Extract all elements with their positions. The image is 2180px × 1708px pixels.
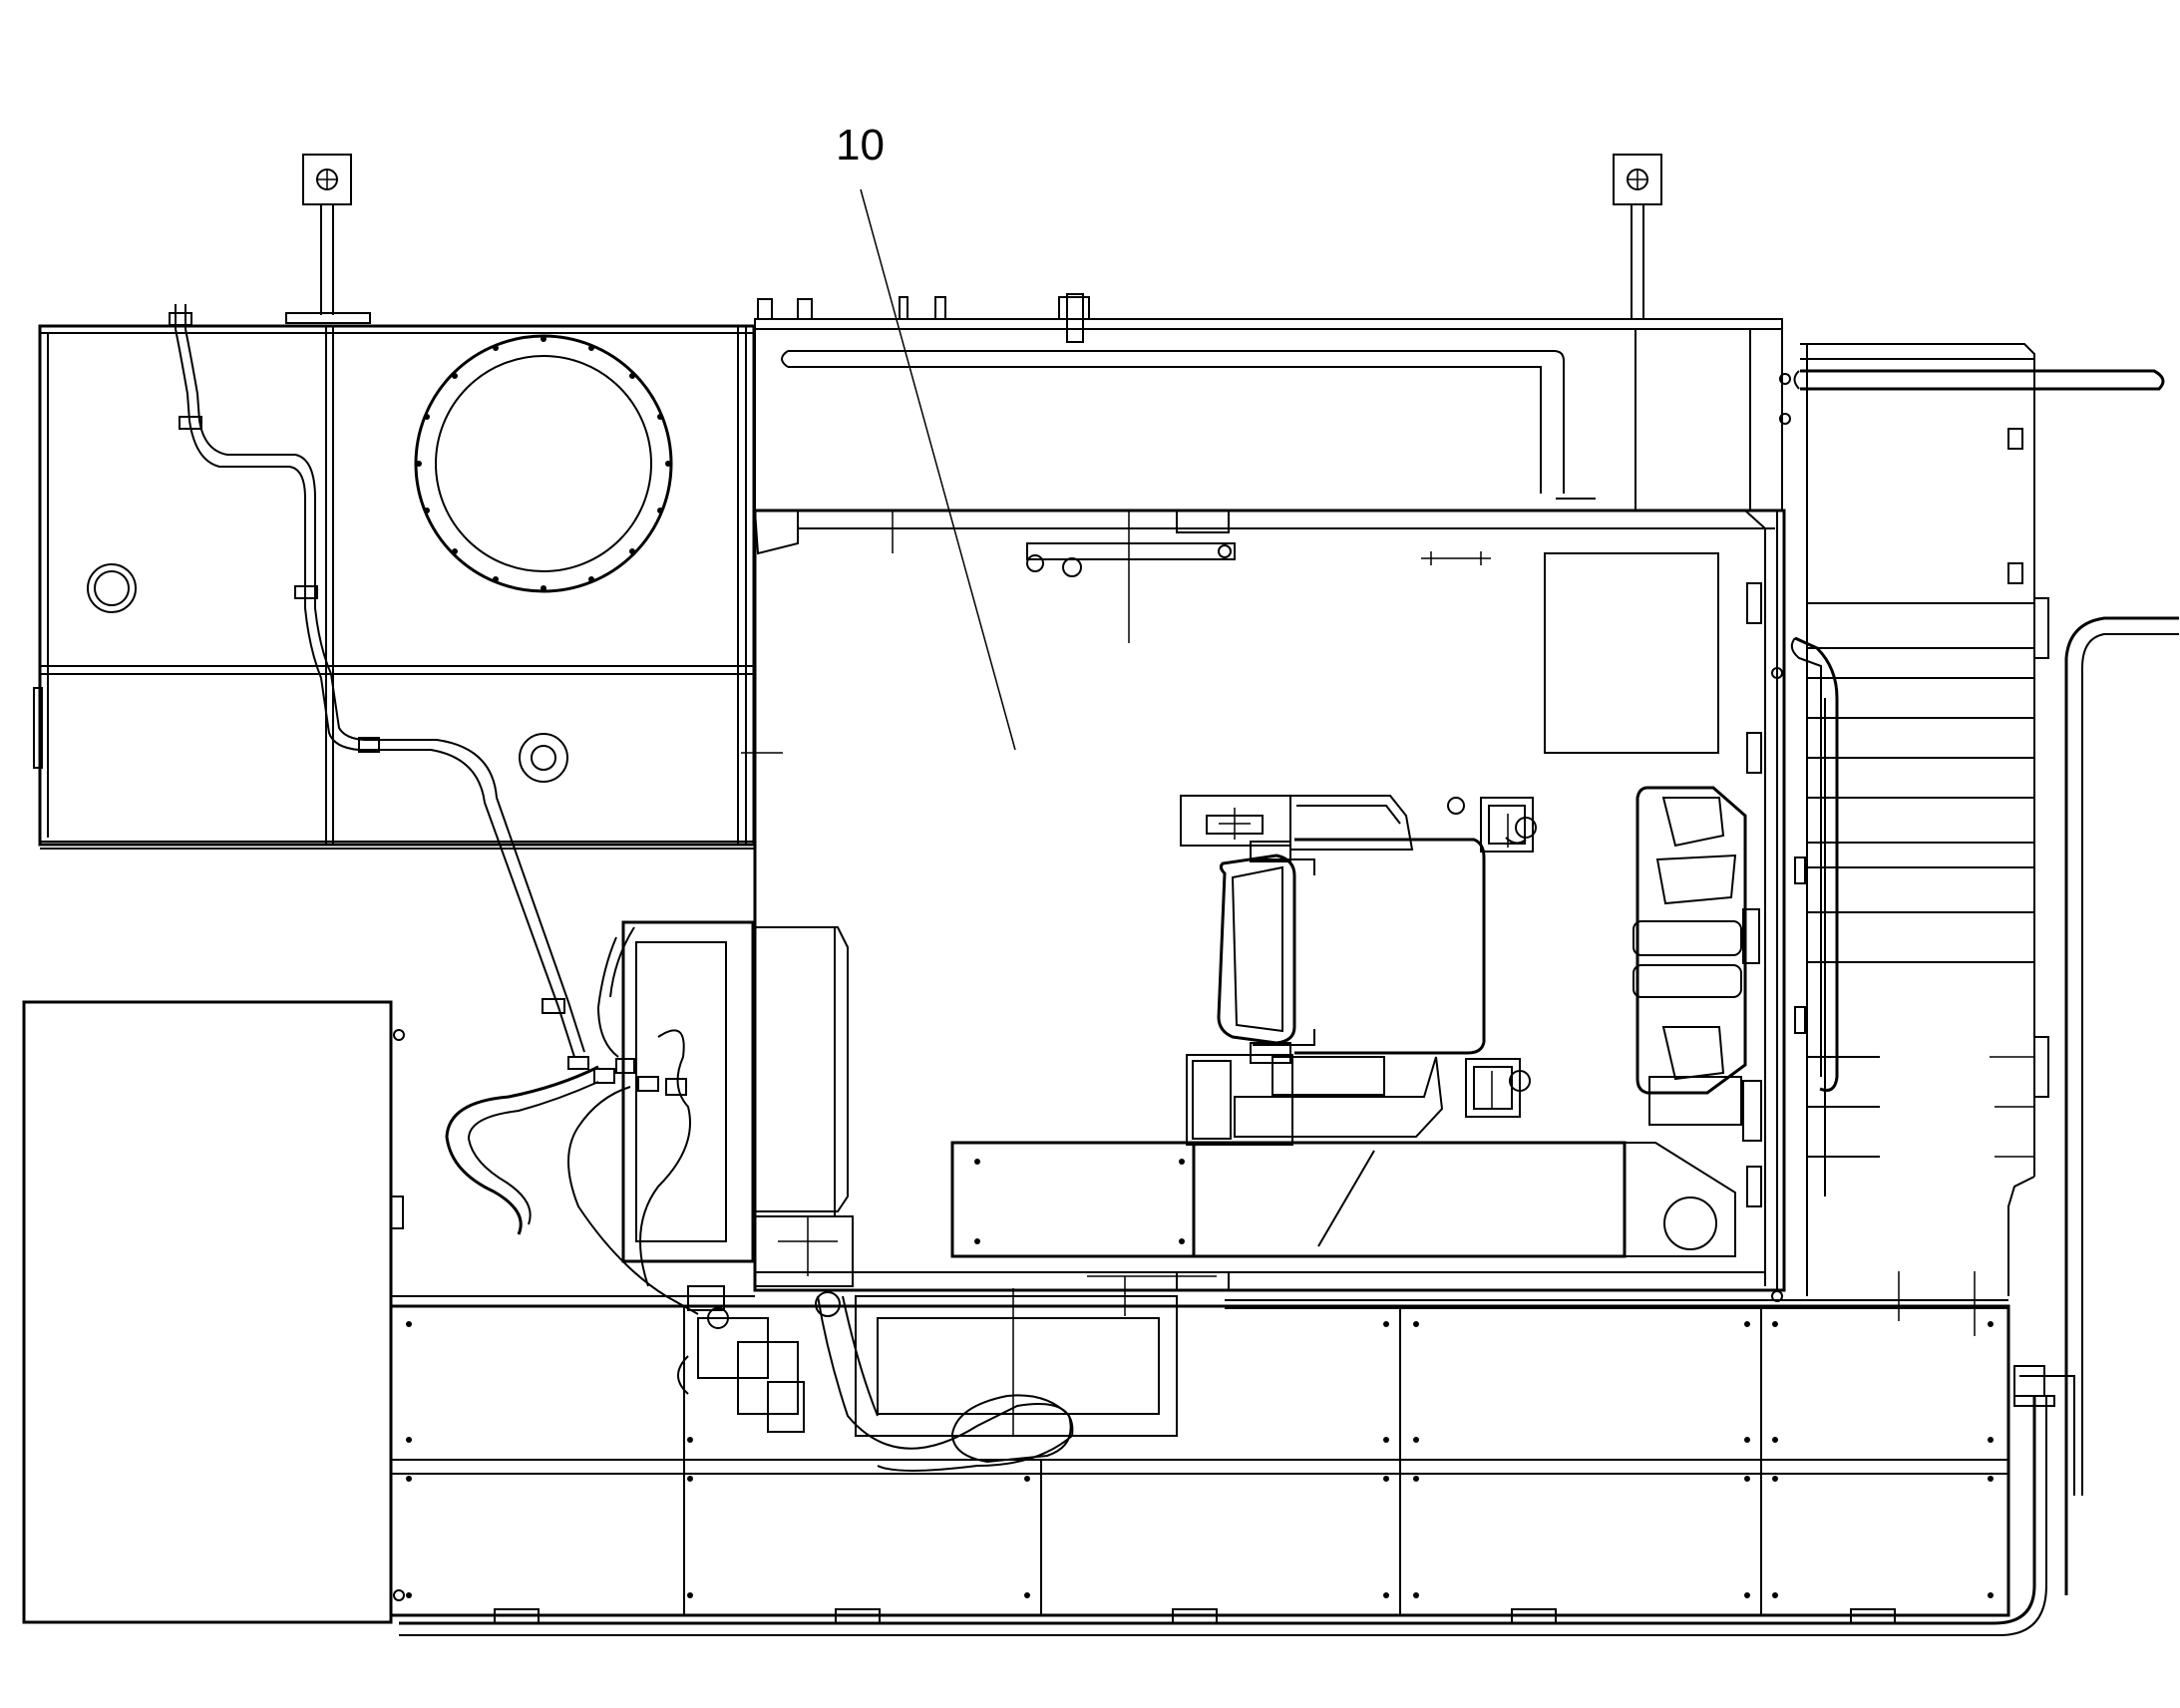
cooler-block bbox=[621, 920, 854, 1287]
sensor-flange bbox=[519, 733, 568, 783]
cab-floor-frame bbox=[741, 509, 1786, 1292]
fuel-tank-structure bbox=[33, 324, 756, 850]
upper-handrail bbox=[754, 293, 1783, 512]
fuel-line bbox=[169, 304, 585, 1058]
round-hatch-cover bbox=[414, 334, 673, 593]
right-handrail bbox=[1790, 358, 2179, 1595]
right-top-mount-bracket bbox=[1613, 154, 1662, 319]
callout-10: 10 bbox=[836, 121, 1016, 751]
hinge-bracket bbox=[1026, 542, 1236, 577]
right-armrest-console bbox=[1186, 1054, 1444, 1146]
lower-platform-grid bbox=[389, 1271, 2047, 1636]
callout-leader-line bbox=[860, 188, 1016, 751]
right-joystick bbox=[1465, 1058, 1531, 1118]
side-door-panel bbox=[22, 1000, 405, 1624]
battery-box-right bbox=[1192, 1141, 1736, 1258]
operator-seat bbox=[1217, 838, 1486, 1064]
access-stairway bbox=[1800, 343, 2035, 1296]
right-control-console bbox=[1633, 582, 1762, 1207]
callout-label-10: 10 bbox=[836, 121, 885, 170]
left-armrest-console bbox=[1180, 795, 1414, 851]
pedal bbox=[950, 1394, 1072, 1464]
battery-box-left bbox=[950, 1141, 1196, 1258]
left-top-mount-bracket bbox=[285, 154, 371, 324]
left-joystick bbox=[1447, 797, 1537, 853]
hydraulic-hoses bbox=[445, 926, 1074, 1472]
filler-cap bbox=[87, 563, 137, 613]
tool-box bbox=[855, 1276, 1178, 1437]
valve-cluster bbox=[677, 1285, 841, 1433]
cab-edge-bolts bbox=[1771, 373, 1806, 1302]
electrical-box bbox=[1544, 552, 1719, 754]
